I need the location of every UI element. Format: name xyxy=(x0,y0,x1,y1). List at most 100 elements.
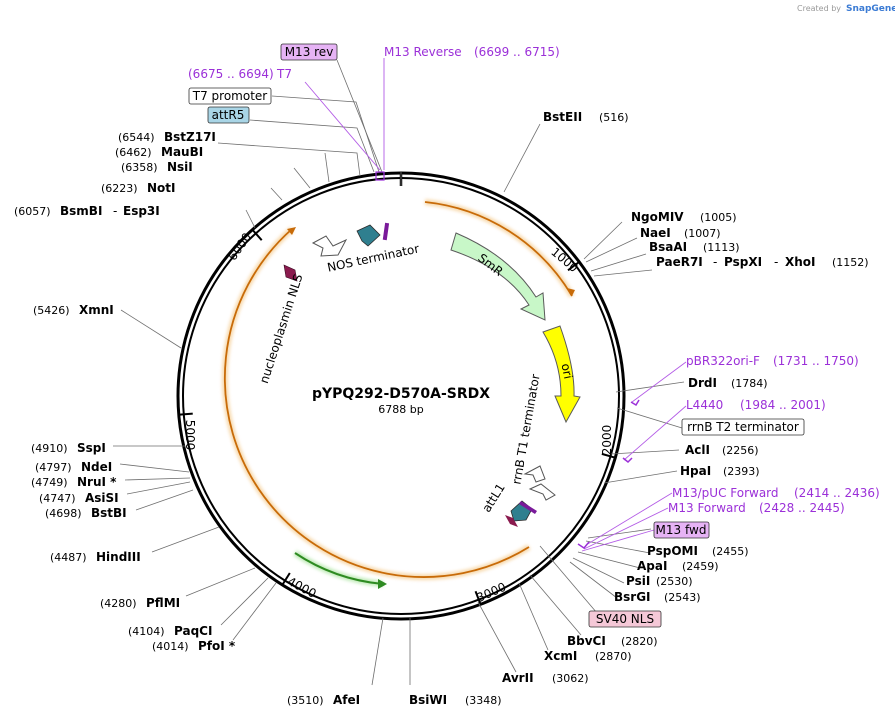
position-ticks xyxy=(179,229,615,604)
tick-mark-3000 xyxy=(474,590,482,604)
site-ndei: NdeI xyxy=(81,460,112,474)
site-bstbi-pos: (4698) xyxy=(45,507,82,520)
attl1-site-mark xyxy=(519,501,537,514)
site-afei: AfeI xyxy=(333,693,360,707)
t7-primer: T7 xyxy=(276,67,292,81)
site-bsiwi: BsiWI xyxy=(409,693,447,707)
m13-rev-label: M13 rev xyxy=(285,45,334,59)
site-pspxi: PspXI xyxy=(724,255,762,269)
site-bsteii: BstEII xyxy=(543,110,582,124)
tick-mark-4000 xyxy=(282,572,291,585)
site-pflmi-pos: (4280) xyxy=(100,597,137,610)
m13-puc-range: (2414 .. 2436) xyxy=(794,486,880,500)
site-bsmbi-sep: - xyxy=(113,204,117,218)
site-bsrgi: BsrGI xyxy=(614,590,651,604)
site-ngomiv-pos: (1005) xyxy=(700,211,737,224)
site-asisi-pos: (4747) xyxy=(39,492,76,505)
attr5-label: attR5 xyxy=(212,108,245,122)
site-maubi-pos: (6462) xyxy=(115,146,152,159)
tick-mark-6000 xyxy=(252,229,263,241)
site-maubi: MauBI xyxy=(161,145,203,159)
sv40-nls-box: SV40 NLS xyxy=(588,610,662,628)
site-nrui-pos: (4749) xyxy=(31,476,68,489)
m13-fwd-label: M13 fwd xyxy=(656,523,707,537)
site-bsmbi-pos: (6057) xyxy=(14,205,51,218)
site-afei-pos: (3510) xyxy=(287,694,324,707)
site-naei-pos: (1007) xyxy=(684,227,721,240)
site-hindiii-pos: (4487) xyxy=(50,551,87,564)
attr5-site-mark xyxy=(382,222,390,241)
rrnb-t2-box: rrnB T2 terminator xyxy=(681,418,805,436)
site-xhoi: XhoI xyxy=(785,255,816,269)
site-bsiwi-pos: (3348) xyxy=(465,694,502,707)
green-feature-arrow xyxy=(378,579,387,589)
site-avrii: AvrII xyxy=(502,671,534,685)
m13-rev-box: M13 rev xyxy=(280,43,338,61)
site-drdi: DrdI xyxy=(688,376,717,390)
site-ngomiv: NgoMIV xyxy=(631,210,684,224)
white-feature-2 xyxy=(528,483,556,501)
site-ndei-pos: (4797) xyxy=(35,461,72,474)
site-esp3i: Esp3I xyxy=(123,204,160,218)
site-apai: ApaI xyxy=(637,559,667,573)
site-sspi-pos: (4910) xyxy=(31,442,68,455)
primer-marks xyxy=(375,171,640,549)
attl1-label: attL1 xyxy=(479,481,507,515)
m13-puc-primer: M13/pUC Forward xyxy=(672,486,779,500)
site-bstbi: BstBI xyxy=(91,506,127,520)
site-sspi: SspI xyxy=(77,441,106,455)
site-nrui: NruI * xyxy=(77,475,117,489)
teal-feature-top xyxy=(356,224,381,247)
tick-label-5000: 5000 xyxy=(183,420,197,451)
m13-reverse-primer: M13 Reverse xyxy=(384,45,462,59)
site-xcmi-pos: (2870) xyxy=(595,650,632,663)
green-feature xyxy=(294,552,384,585)
site-naei: NaeI xyxy=(640,226,671,240)
site-acli-pos: (2256) xyxy=(722,444,759,457)
site-paqci-pos: (4104) xyxy=(128,625,165,638)
leader-lines xyxy=(113,59,685,686)
site-pfoi-pos: (4014) xyxy=(152,640,189,653)
m13-forward-primer: M13 Forward xyxy=(668,501,746,515)
site-pspomi: PspOMI xyxy=(647,544,698,558)
site-drdi-pos: (1784) xyxy=(731,377,768,390)
site-psii: PsiI xyxy=(626,574,650,588)
m13-fwd-box: M13 fwd xyxy=(653,521,710,539)
primer-leader-lines xyxy=(304,58,687,552)
nls-feature xyxy=(283,264,298,282)
t7-promoter-label: T7 promoter xyxy=(192,89,268,103)
credit-prefix: Created by xyxy=(797,4,841,13)
nucleoplasmin-nls-label: nucleoplasmin NLS xyxy=(257,272,306,385)
white-feature-1 xyxy=(523,465,546,483)
site-bsaai-pos: (1113) xyxy=(703,241,740,254)
tick-mark-5000 xyxy=(179,412,193,416)
site-hpai-pos: (2393) xyxy=(723,465,760,478)
site-bsmbi: BsmBI xyxy=(60,204,102,218)
site-bbvci-pos: (2820) xyxy=(621,635,658,648)
site-bsaai: BsaAI xyxy=(649,240,687,254)
white-arrow-feature xyxy=(311,235,348,257)
site-xmni: XmnI xyxy=(79,303,114,317)
l4440-range: (1984 .. 2001) xyxy=(740,398,826,412)
site-xmni-pos: (5426) xyxy=(33,304,70,317)
site-hpai: HpaI xyxy=(680,464,711,478)
site-bbvci: BbvCI xyxy=(567,634,606,648)
cds-track-2-glow xyxy=(221,226,531,580)
tick-label-6000: 6000 xyxy=(225,230,254,263)
snapgene-logo: SnapGene xyxy=(846,4,895,14)
site-paer7i-sep2: - xyxy=(774,255,778,269)
site-noti: NotI xyxy=(147,181,176,195)
site-acli: AclI xyxy=(685,443,710,457)
site-bstz17i: BstZ17I xyxy=(164,130,216,144)
site-paqci: PaqCI xyxy=(174,624,212,638)
ori-label: ori xyxy=(558,362,575,380)
site-paer7i-sep1: - xyxy=(713,255,717,269)
site-paer7i-pos: (1152) xyxy=(832,256,869,269)
t7-primer-range: (6675 .. 6694) xyxy=(188,67,274,81)
ori-feature xyxy=(542,325,581,424)
site-paer7i: PaeR7I xyxy=(656,255,703,269)
site-pfoi: PfoI * xyxy=(198,639,236,653)
cds-track-2-arrow xyxy=(287,227,296,235)
site-pspomi-pos: (2455) xyxy=(712,545,749,558)
